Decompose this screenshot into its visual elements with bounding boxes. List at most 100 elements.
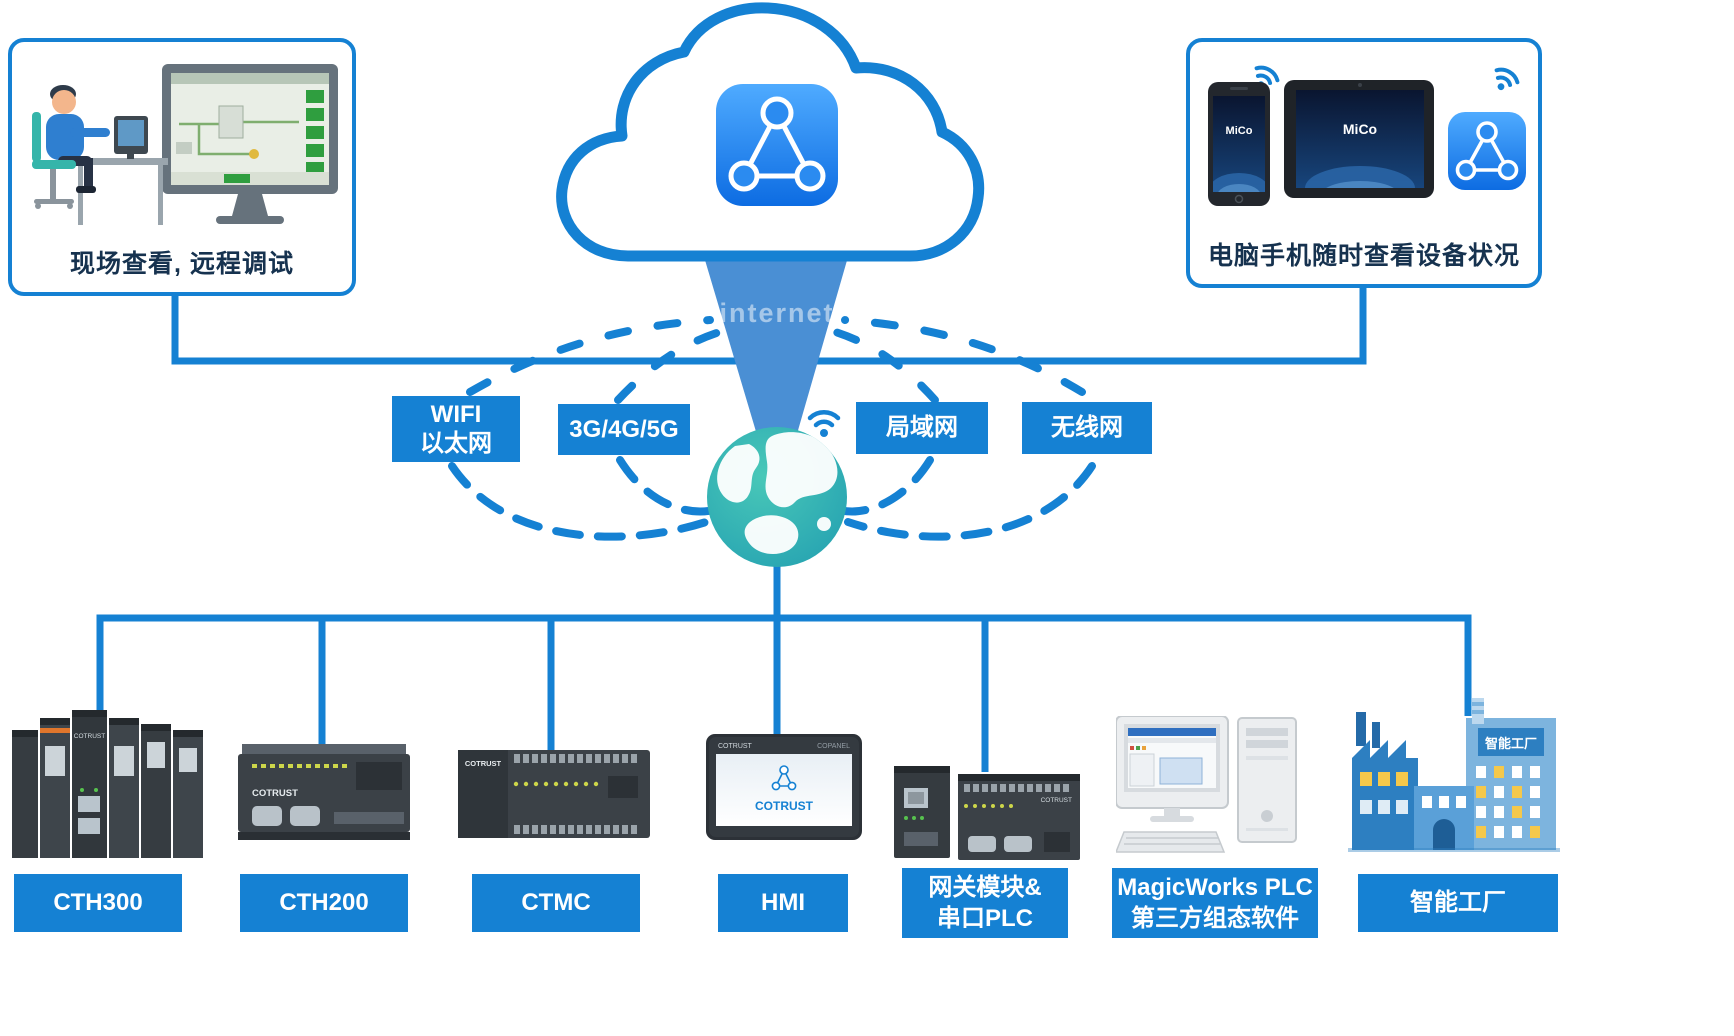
network-label-wireless: 无线网 — [1022, 402, 1152, 454]
crt-monitor — [1115, 715, 1229, 822]
factory-windows — [1476, 766, 1540, 838]
hmi-screen-brand-label: COTRUST — [755, 799, 814, 813]
cth200-brand-label: COTRUST — [252, 788, 298, 799]
globe-continents — [717, 432, 838, 555]
label-ctmc: CTMC — [472, 874, 640, 932]
scada-diagram — [176, 105, 299, 159]
device-label-line: HMI — [761, 889, 805, 917]
dashed-3g-globe — [616, 456, 718, 516]
phone-screen-label: MiCo — [1226, 125, 1253, 137]
globe-icon — [707, 427, 847, 567]
network-label-lan: 局域网 — [856, 402, 988, 454]
dashed-connectors — [448, 316, 1096, 541]
device-cth300-image: COTRUST — [12, 710, 204, 858]
device-label-line: 智能工厂 — [1410, 889, 1506, 917]
label-smart-factory: 智能工厂 — [1358, 874, 1558, 932]
factory-sign-label: 智能工厂 — [1485, 736, 1537, 751]
factory-windows — [1360, 772, 1408, 786]
device-label-line: CTH300 — [53, 889, 143, 917]
onsite-illustration — [32, 64, 338, 225]
led-row — [252, 764, 347, 768]
terminal-row-top — [514, 754, 637, 763]
device-label-line: 第三方组态软件 — [1131, 905, 1299, 932]
device-magicworks-pc-image — [1114, 715, 1298, 858]
network-glyph-icon — [728, 96, 826, 192]
card-remote-label: 电脑手机随时查看设备状况 — [1207, 242, 1520, 270]
internet-label: internet — [719, 298, 834, 328]
terminal-row-bottom — [514, 825, 637, 834]
network-label-wifi-ethernet: WIFI 以太网 — [392, 396, 520, 462]
device-hmi-image: COTRUST COPANEL COTRUST — [706, 734, 862, 840]
cth300-modules: COTRUST — [12, 710, 203, 858]
workstation-monitor-icon — [114, 116, 148, 159]
dashed-wifi-globe — [448, 462, 710, 541]
network-label-line: 以太网 — [420, 430, 492, 457]
connector-bus — [96, 614, 1472, 722]
cth300-brand-label: COTRUST — [74, 733, 105, 740]
wifi-icon — [1494, 67, 1520, 91]
terminal-row-top — [964, 784, 1069, 792]
factory-illustration: 智能工厂 — [1348, 698, 1560, 852]
solid-connectors — [96, 286, 1472, 772]
dashed-lan-globe — [836, 456, 934, 516]
led-row — [513, 781, 599, 787]
card-onsite-label: 现场查看, 远程调试 — [70, 250, 294, 278]
device-label-line: 网关模块& — [928, 873, 1042, 901]
ctmc-plc: COTRUST — [458, 750, 650, 838]
tablet-screen-label: MiCo — [1343, 121, 1377, 137]
network-label-line: 3G/4G/5G — [569, 415, 679, 443]
device-cth200-image: COTRUST — [238, 740, 410, 846]
cloud-app-tile-icon — [1448, 112, 1526, 190]
device-label-line: CTH200 — [279, 889, 369, 917]
office-chair — [32, 112, 76, 209]
keyboard — [1114, 831, 1226, 853]
globe-wifi-icon — [807, 410, 841, 437]
person-figure — [46, 85, 110, 193]
card-onsite: 现场查看, 远程调试 — [8, 38, 356, 296]
factory-windows — [1360, 800, 1408, 814]
device-label-line: 串口PLC — [937, 905, 1033, 932]
network-label-line: 无线网 — [1051, 414, 1123, 442]
network-label-line: 局域网 — [886, 414, 958, 442]
device-label-line: CTMC — [521, 889, 591, 917]
label-hmi: HMI — [718, 874, 848, 932]
factory-windows — [1422, 796, 1466, 808]
remote-illustration: MiCo MiCo — [1208, 65, 1526, 206]
cloud-app-icon — [716, 84, 838, 206]
card-remote: MiCo MiCo 电脑手机随时查看 — [1186, 38, 1542, 288]
hmi-panel: COTRUST COPANEL COTRUST — [706, 734, 862, 840]
connector-onsite-card — [171, 294, 752, 365]
pc-tower — [1237, 717, 1297, 843]
device-ctmc-image: COTRUST — [458, 742, 650, 846]
label-magicworks-plc: MagicWorks PLC 第三方组态软件 — [1112, 868, 1318, 938]
ctmc-brand-label: COTRUST — [465, 759, 502, 768]
label-gateway-serial-plc: 网关模块& 串口PLC — [902, 868, 1068, 938]
connector-remote-card — [810, 286, 1367, 365]
phone-device: MiCo — [1208, 82, 1270, 206]
serial-plc-module: COTRUST — [958, 774, 1080, 860]
scada-buttons — [306, 90, 324, 175]
dashed-3g-cloud — [614, 322, 746, 404]
network-label-3g4g5g: 3G/4G/5G — [558, 404, 690, 455]
gateway-module — [894, 766, 950, 858]
label-cth200: CTH200 — [240, 874, 408, 932]
hmi-model-label: COPANEL — [817, 743, 850, 750]
device-gateway-image: COTRUST — [894, 758, 1080, 864]
hmi-logo-icon — [771, 765, 797, 791]
gateway-brand-label: COTRUST — [1041, 797, 1072, 804]
label-cth300: CTH300 — [14, 874, 182, 932]
tablet-device: MiCo — [1284, 80, 1434, 198]
dashed-wireless-globe — [844, 462, 1096, 541]
device-smart-factory-image: 智能工厂 — [1348, 698, 1560, 860]
hmi-brand-frame-label: COTRUST — [718, 743, 753, 750]
desk — [72, 158, 168, 225]
dashed-wireless-cloud — [841, 316, 1086, 396]
device-label-line: MagicWorks PLC — [1117, 873, 1313, 901]
dashed-lan-cloud — [809, 322, 939, 404]
cth200-plc: COTRUST — [238, 744, 410, 840]
internet-funnel — [702, 250, 850, 472]
network-label-line: WIFI — [430, 400, 482, 428]
led-row — [964, 804, 1013, 808]
